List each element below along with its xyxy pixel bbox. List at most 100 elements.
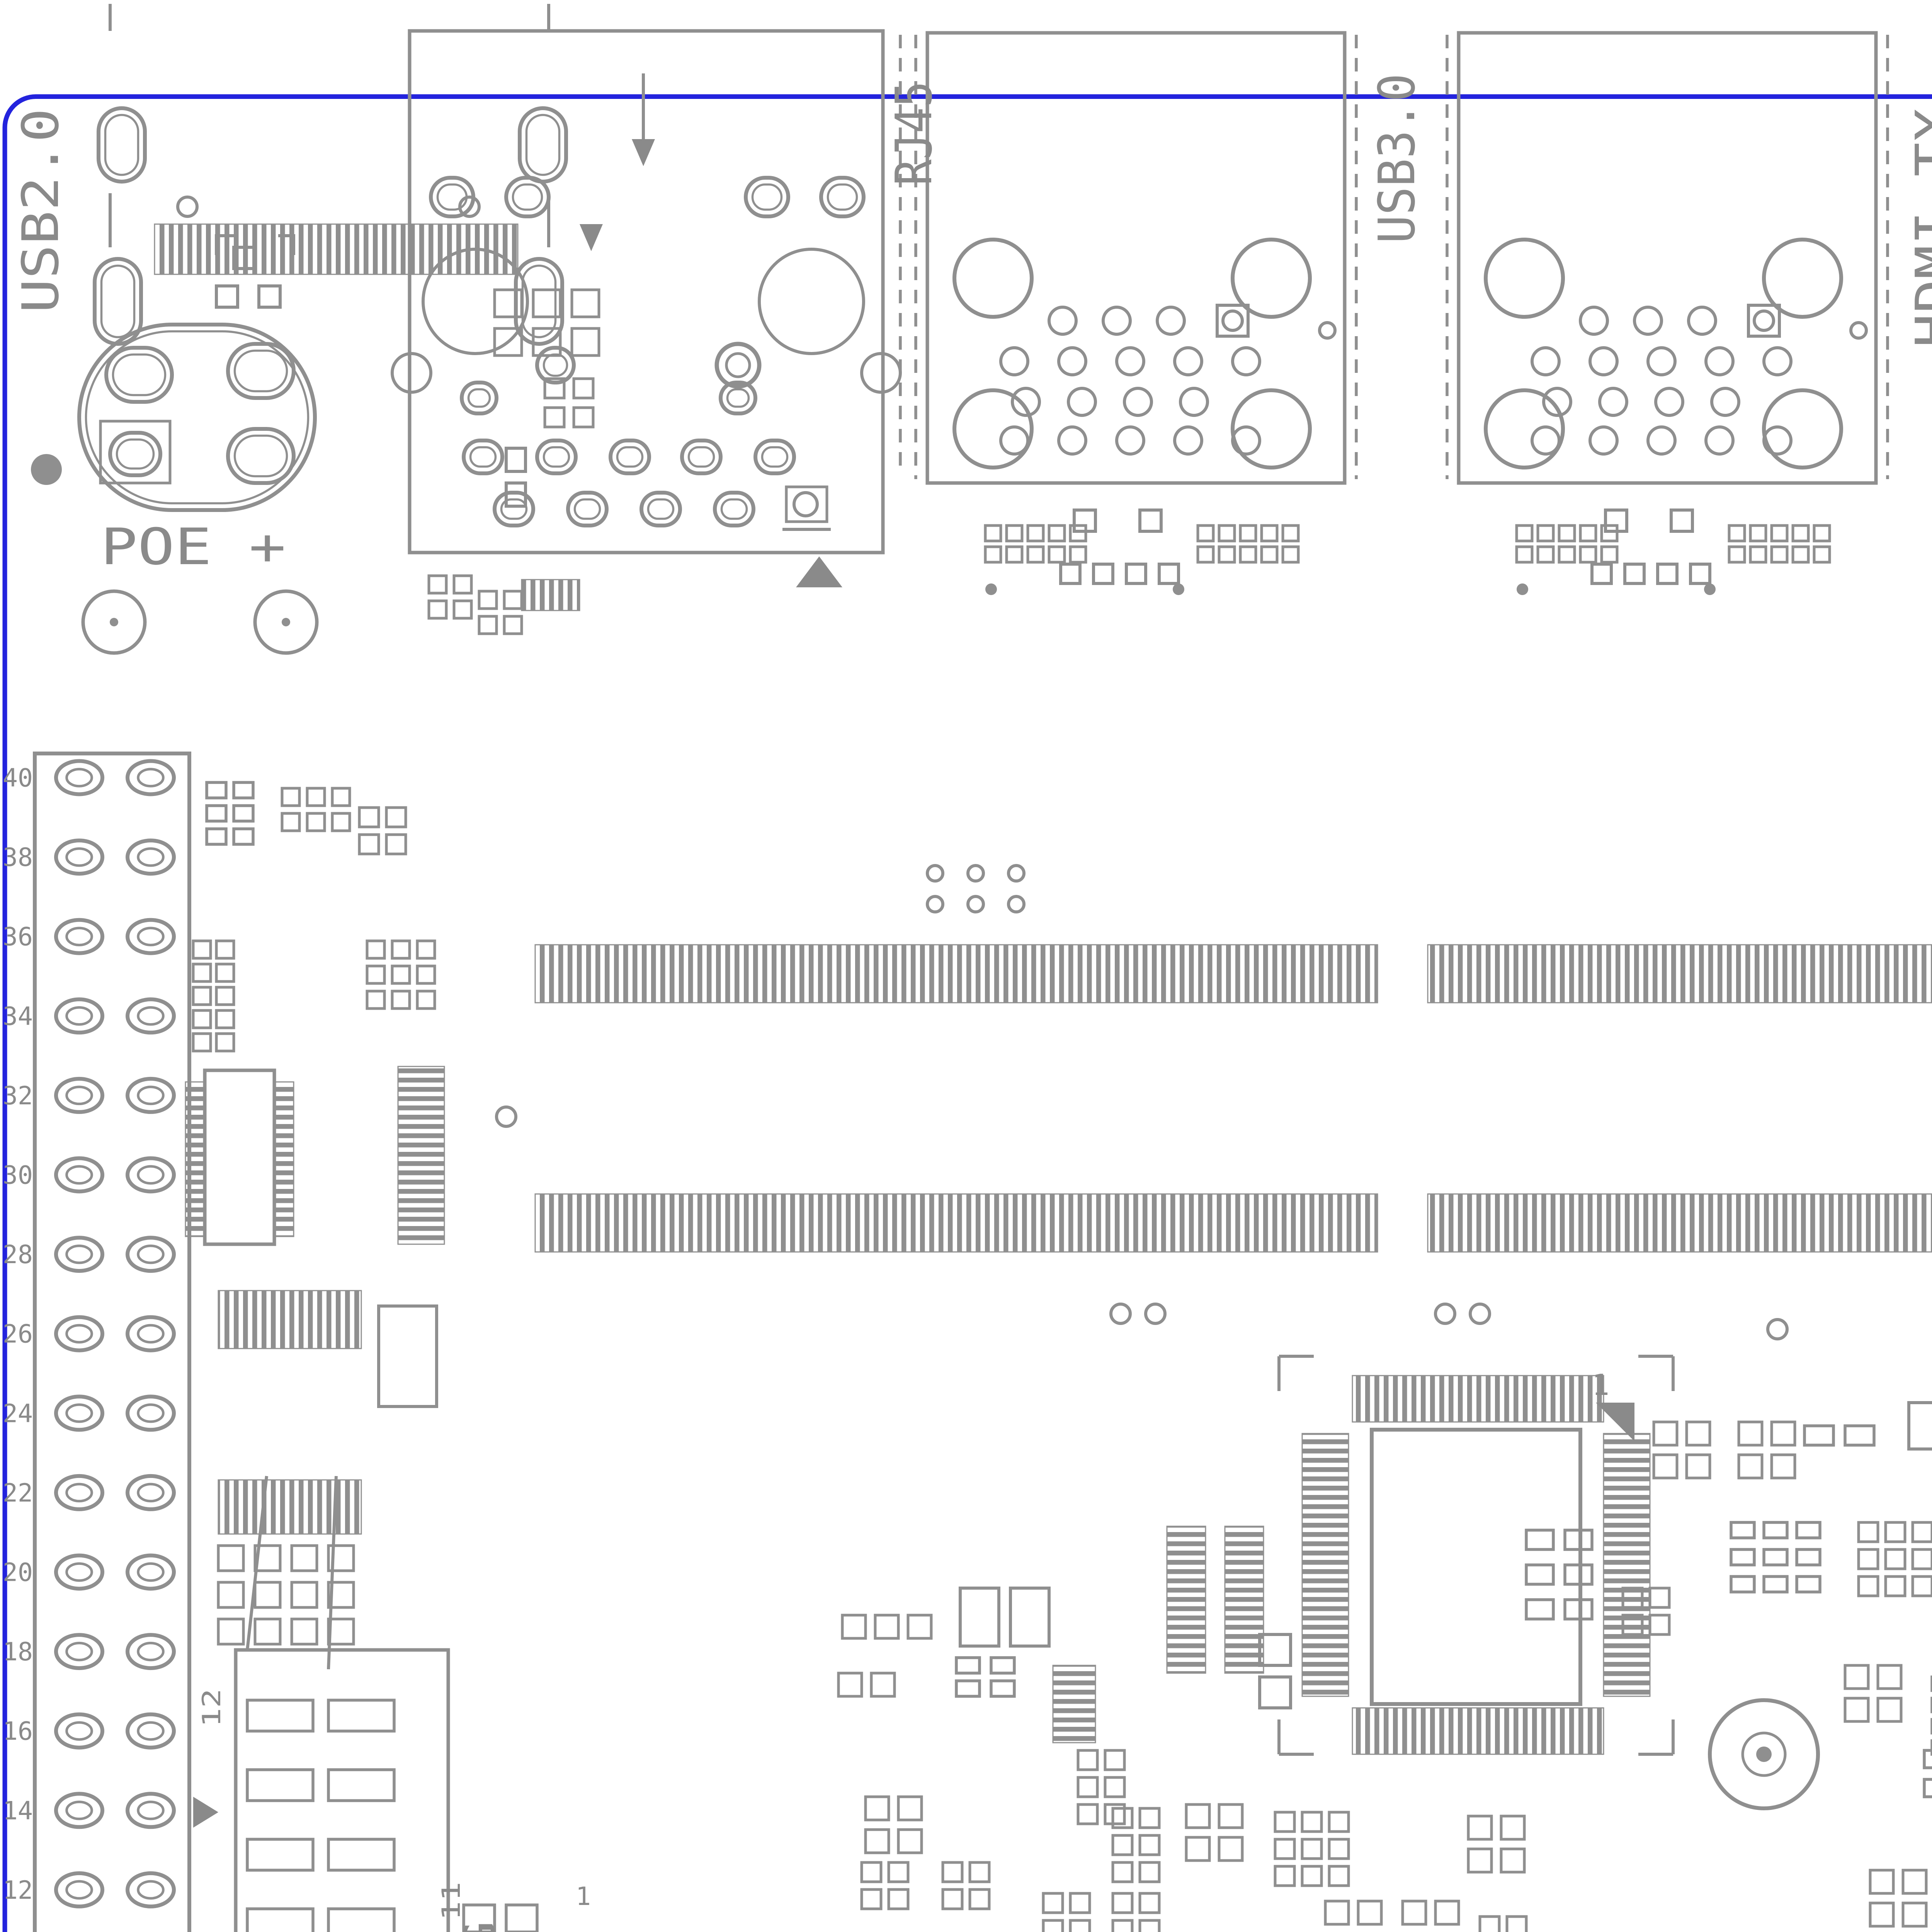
pcb-decor — [753, 438, 796, 475]
pcb-decor — [1026, 524, 1045, 543]
pcb-decor — [1274, 1865, 1296, 1887]
pcb-decor — [327, 1768, 396, 1802]
pcb-decor — [1656, 562, 1679, 585]
silkscreen-labels: USB2.0 POE + RJ45 USB3.0 HDMI_TX PWR_IN … — [11, 73, 1932, 1932]
pcb-decor — [253, 1617, 282, 1646]
pcb-decor — [391, 352, 433, 394]
pcb-decor — [1301, 1865, 1323, 1887]
pcb-decor — [990, 1679, 1016, 1698]
pcb-decor — [427, 599, 448, 620]
pcb-decor — [1517, 583, 1528, 595]
pcb-decor — [1111, 1807, 1134, 1829]
header40-pad — [137, 1880, 165, 1900]
pcb-decor — [366, 939, 386, 960]
pcb-decor — [327, 1699, 396, 1733]
pcb-decor — [1515, 524, 1534, 543]
pcb-decor — [233, 434, 288, 478]
pcb-decor — [281, 787, 301, 807]
pcb-decor — [573, 498, 601, 520]
pcb-decor — [31, 454, 62, 485]
pcb-decor — [1505, 1915, 1528, 1932]
pcb-decor — [952, 237, 1034, 319]
pcb-decor — [1138, 1919, 1161, 1932]
pcb-decor — [1648, 1587, 1671, 1609]
pcb-decor — [1558, 524, 1576, 543]
pcb-decor — [897, 1828, 923, 1854]
pcb-decor — [1221, 309, 1244, 332]
pcb-decor — [192, 1009, 212, 1029]
pcb-decor — [416, 939, 436, 960]
pcb-decor — [385, 806, 407, 828]
pcb-decor — [218, 1290, 362, 1349]
pcb-decor — [1115, 425, 1146, 456]
header40-pad — [65, 1006, 93, 1026]
pcb-decor — [327, 1838, 396, 1872]
pcb-decor — [1042, 1892, 1064, 1914]
pcb-decor — [1483, 388, 1565, 469]
header40-pad — [137, 1721, 165, 1741]
pcb-decor — [246, 1476, 268, 1650]
label-jtag-pin1: 1 — [576, 1882, 591, 1911]
pcb-decor — [500, 498, 528, 520]
pcb-decor — [1791, 545, 1810, 564]
pcb-decor — [1434, 1900, 1460, 1926]
header40-pad — [137, 1562, 165, 1582]
pcb-decor — [416, 964, 436, 985]
pcb-decor — [436, 183, 468, 211]
pcb-decor — [1457, 31, 1878, 485]
header-40pin: 403836343230282624222018161412RXTXGND42 — [3, 751, 192, 1932]
pcb-decor — [1069, 524, 1087, 543]
pcb-decor — [234, 1648, 450, 1932]
pcb-decor — [377, 1304, 439, 1408]
pcb-decor — [926, 864, 945, 883]
pcb-decor — [1218, 545, 1236, 564]
pcb-decor — [226, 427, 296, 485]
header40-outline — [33, 751, 192, 1932]
pcb-decor — [1542, 386, 1572, 417]
header40-pad — [54, 838, 105, 876]
pcb-decor — [864, 1828, 890, 1854]
pcb-decor — [226, 342, 296, 400]
pcb-decor — [1073, 508, 1097, 533]
pcb-decor — [1795, 1548, 1821, 1566]
pcb-decor — [1067, 386, 1097, 417]
header40-pad — [126, 759, 176, 796]
pcb-decor — [1357, 1900, 1383, 1926]
pcb-decor — [1869, 1901, 1895, 1928]
pcb-decor — [327, 1617, 355, 1646]
pcb-decor — [253, 1581, 282, 1609]
pcb-decor — [1876, 1697, 1903, 1723]
pcb-decor — [1762, 1548, 1789, 1566]
pcb-decor — [290, 1581, 318, 1609]
pcb-decor — [941, 1861, 964, 1883]
pcb-decor — [1138, 1861, 1161, 1883]
pcb-decor — [796, 556, 842, 587]
pcb-decor — [1884, 1548, 1906, 1570]
header40-pad — [65, 1324, 93, 1344]
pcb-decor — [525, 114, 561, 176]
pcb-decor — [1737, 1420, 1764, 1447]
pcb-decor — [966, 864, 985, 883]
header40-pad — [65, 1880, 93, 1900]
pcb-decor — [495, 1105, 518, 1128]
pcb-decor — [462, 438, 505, 475]
header40-pad — [65, 927, 93, 946]
pcb-decor — [1059, 562, 1082, 585]
pcb-decor — [535, 345, 576, 384]
header40-pin-label: 36 — [3, 923, 33, 952]
pcb-decor — [1109, 1302, 1132, 1325]
pcb-decor — [714, 342, 762, 389]
pcb-decor — [1166, 1526, 1206, 1674]
pcb-decor — [1923, 1749, 1932, 1769]
pcb-decor — [215, 1009, 235, 1029]
header40-pad — [65, 1085, 93, 1105]
pcb-decor — [1218, 1803, 1244, 1829]
pcb-decor — [566, 490, 609, 527]
pcb-decor — [1708, 1698, 1820, 1810]
pcb-decor — [1173, 583, 1184, 595]
pcb-decor — [215, 284, 240, 309]
pcb-decor — [391, 964, 411, 985]
pcb-decor — [1530, 425, 1561, 456]
header40-pad — [126, 997, 176, 1035]
pcb-decor — [639, 490, 682, 527]
